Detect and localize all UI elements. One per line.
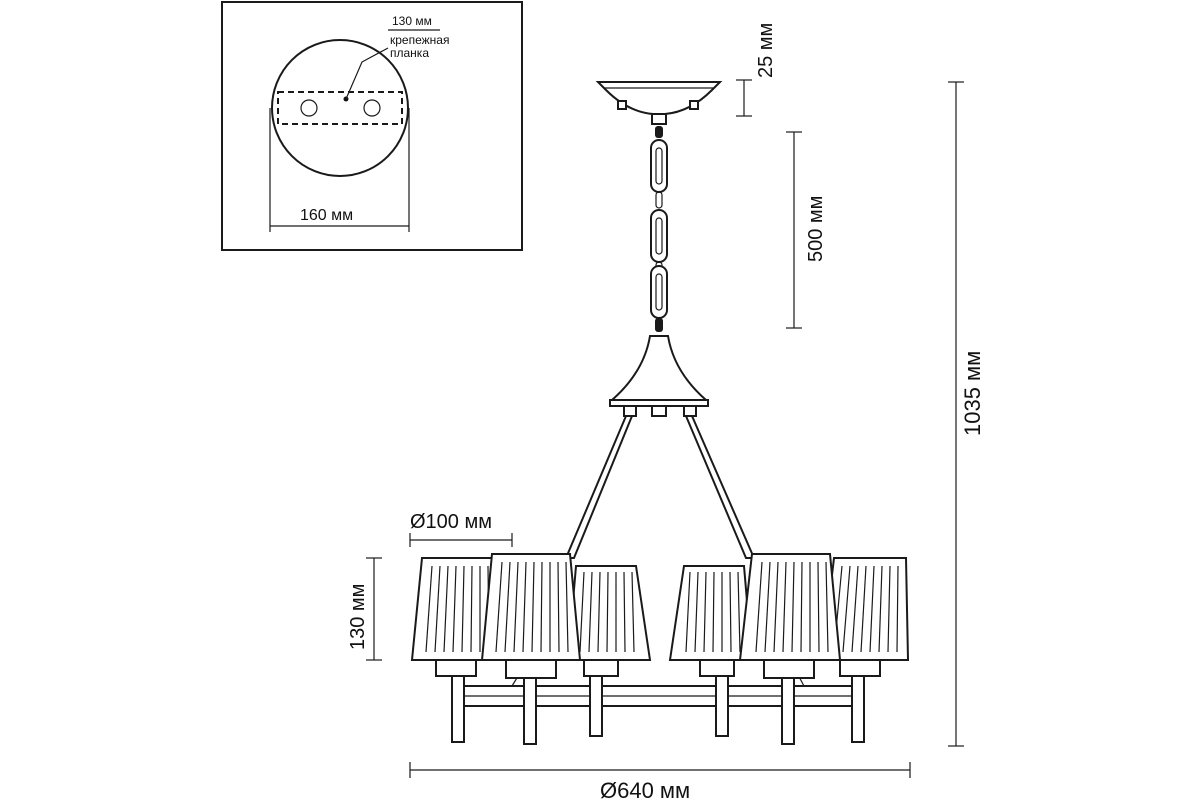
lamp-shade-back-left <box>566 565 652 677</box>
mounting-plate <box>277 91 403 125</box>
shade-diameter-label: Ø100 мм <box>410 511 492 533</box>
canopy-diameter-label: 160 мм <box>300 207 353 224</box>
plate-name-line2: планка <box>390 46 429 60</box>
lamp-shade-outer-left <box>410 557 506 677</box>
mounting-hole-right <box>363 99 381 117</box>
rod-right <box>684 415 756 559</box>
lamp-shade-outer-right <box>820 557 910 677</box>
canopy-circle <box>271 39 409 177</box>
leader-line <box>345 47 389 100</box>
central-hub <box>609 335 709 401</box>
total-height-dimension: 1035 мм <box>948 81 985 747</box>
shade-height-dimension: 130 мм <box>347 557 382 661</box>
chain <box>650 126 668 332</box>
rod-left <box>564 415 634 559</box>
chain-length-dimension: 500 мм <box>786 131 827 329</box>
ceiling-canopy <box>595 81 723 115</box>
mounting-hole-left <box>300 99 318 117</box>
shade-diameter-dimension: Ø100 мм <box>409 511 513 547</box>
chain-length-label: 500 мм <box>805 196 827 262</box>
total-height-label: 1035 мм <box>960 351 985 436</box>
overall-diameter-label: Ø640 мм <box>600 778 690 800</box>
shade-height-label: 130 мм <box>347 584 369 650</box>
canopy-height-dimension: 25 мм <box>736 23 777 117</box>
lamp-shade-front-left <box>480 553 582 679</box>
chandelier-side-view <box>410 81 910 745</box>
plate-name-line1: крепежная <box>390 33 449 47</box>
plate-width-label: 130 мм <box>392 14 432 28</box>
lamp-shade-front-right <box>738 553 842 679</box>
inset-frame <box>221 1 523 251</box>
overall-diameter-dimension: Ø640 мм <box>409 762 911 800</box>
canopy-height-label: 25 мм <box>755 23 777 78</box>
canopy-top-view-inset: 130 мм крепежная планка 160 мм <box>221 1 523 251</box>
